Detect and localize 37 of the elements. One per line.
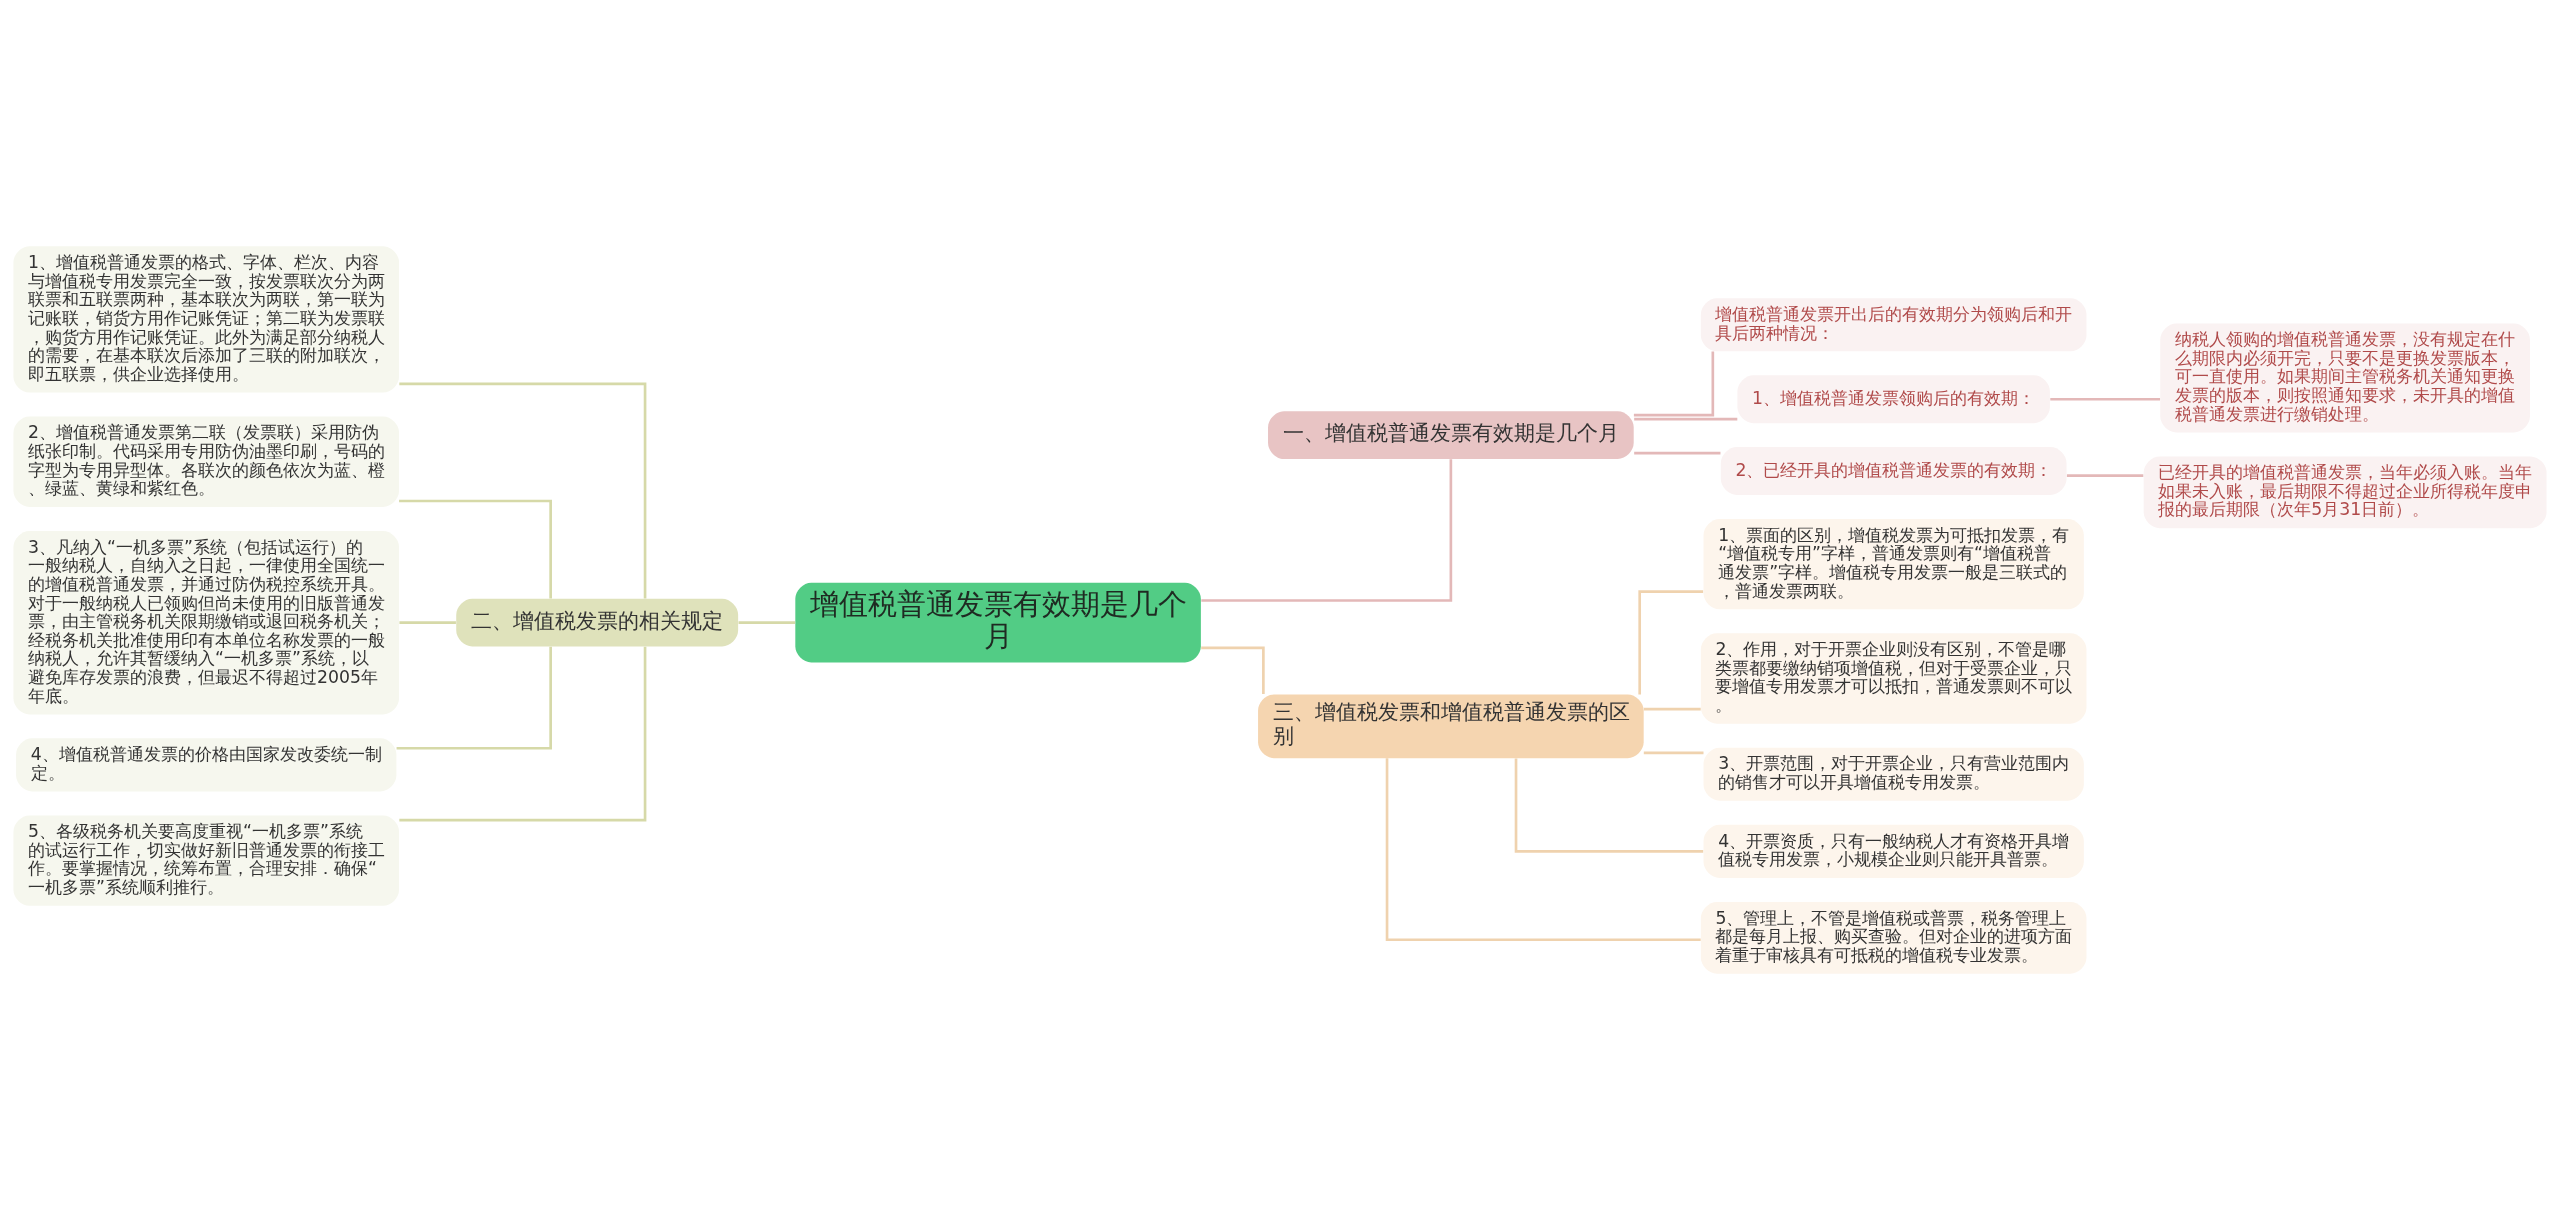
- node-box: 3、开票范围，对于开票企业，只有营业范围内的销售才可以开具增值税专用发票。: [1703, 747, 2084, 801]
- connector: [2066, 473, 2144, 477]
- connector: [1201, 646, 1265, 694]
- node-box: 4、开票资质，只有一般纳税人才有资格开具增值税专用发票，小规模企业则只能开具普票。: [1703, 824, 2084, 878]
- connector: [399, 499, 552, 599]
- node-box: 3、凡纳入“一机多票”系统（包括试运行）的一般纳税人，自纳入之日起，一律使用全国统一的增值税普通发票，并通过防伪税控系统开具。对于一般纳税人已领购但尚未使用的旧版普通发票，由主管税务机关限期缴销或退回税务机关；经税务机关批准使用印有本单位名称发票的一般纳税人，允许其暂缓纳入“一机多票”系统，以避免库存发票的浪费，但最迟不得超过2005年年底。: [13, 530, 400, 714]
- node-box: 增值税普通发票有效期是几个月: [795, 582, 1201, 662]
- connector: [399, 620, 456, 624]
- node-box: 1、增值税普通发票的格式、字体、栏次、内容与增值税专用发票完全一致，按发票联次分为两联票和五联票两种，基本联次为两联，第一联为记账联，销货方用作记账凭证；第二联为发票联，购货方用作记账凭证。此外为满足部分纳税人的需要，在基本联次后添加了三联的附加联次，即五联票，供企业选择使用。: [13, 245, 400, 393]
- connector: [1514, 758, 1704, 853]
- connector: [1633, 350, 1715, 416]
- node-box: 增值税普通发票开出后的有效期分为领购后和开具后两种情况：: [1700, 297, 2087, 351]
- node-box: 2、增值税普通发票第二联（发票联）采用防伪纸张印制。代码采用专用防伪油墨印刷，号码的字型为专用异型体。各联次的颜色依次为蓝、橙、绿蓝、黄绿和紫红色。: [13, 416, 400, 507]
- node-box: 一、增值税普通发票有效期是几个月: [1268, 410, 1634, 459]
- connector: [1638, 589, 1704, 694]
- node-box: 5、各级税务机关要高度重视“一机多票”系统的试运行工作，切实做好新旧普通发票的衔接工作。要掌握情况，统筹布置，合理安排．确保“一机多票”系统顺利推行。: [13, 814, 400, 906]
- node-box: 2、作用，对于开票企业则没有区别，不管是哪类票都要缴纳销项增值税，但对于受票企业，只要增值专用发票才可以抵扣，普通发票则不可以。: [1700, 632, 2087, 724]
- node-box: 二、增值税发票的相关规定: [456, 598, 739, 647]
- connector: [1201, 458, 1453, 602]
- node-box: 5、管理上，不管是增值税或普票，税务管理上都是每月上报、购买查验。但对企业的进项方面着重于审核具有可抵税的增值税专业发票。: [1700, 901, 2087, 974]
- node-box: 4、增值税普通发票的价格由国家发改委统一制定。: [16, 737, 397, 791]
- node-box: 三、增值税发票和增值税普通发票的区别: [1258, 693, 1644, 758]
- node-box: 1、票面的区别，增值税发票为可抵扣发票，有“增值税专用”字样，普通发票则有“增值税普通发票”字样。增值税专用发票一般是三联式的，普通发票两联。: [1703, 518, 2084, 609]
- connector: [396, 646, 552, 750]
- node-box: 2、已经开具的增值税普通发票的有效期：: [1720, 446, 2067, 495]
- node-box: 已经开具的增值税普通发票，当年必须入账。当年如果未入账，最后期限不得超过企业所得税年度申报的最后期限（次年5月31日前）。: [2143, 455, 2547, 528]
- connector: [1643, 707, 1701, 710]
- connector: [1634, 417, 1738, 420]
- connector: [399, 382, 647, 598]
- connector: [1634, 451, 1721, 454]
- connector: [1385, 757, 1701, 941]
- connector: [2050, 397, 2161, 401]
- node-box: 纳税人领购的增值税普通发票，没有规定在什么期限内必须开完，只要不是更换发票版本，可一直使用。如果期间主管税务机关通知更换发票的版本，则按照通知要求，未开具的增值税普通发票进行缴销处理。: [2160, 322, 2530, 432]
- node-box: 1、增值税普通发票领购后的有效期：: [1737, 374, 2050, 423]
- connector: [1643, 751, 1704, 754]
- connector: [399, 646, 647, 821]
- connector: [738, 620, 796, 624]
